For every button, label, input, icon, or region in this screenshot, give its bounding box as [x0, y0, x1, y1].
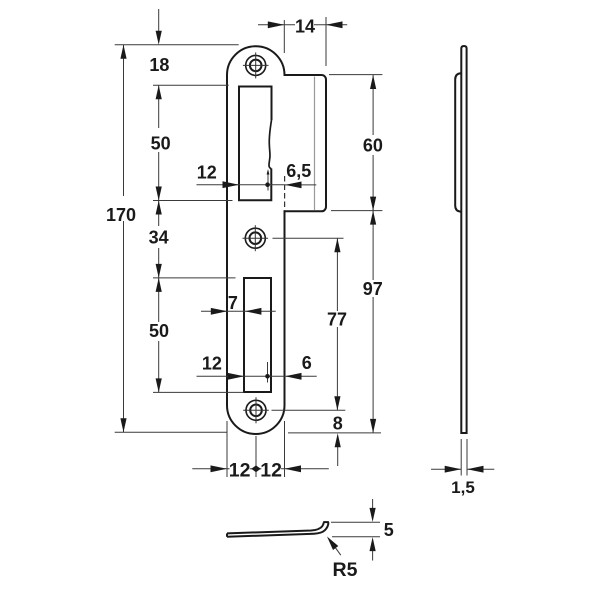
svg-text:34: 34	[149, 228, 169, 248]
svg-text:7: 7	[228, 293, 238, 313]
svg-text:60: 60	[363, 136, 383, 156]
svg-text:12: 12	[197, 162, 217, 182]
svg-text:5: 5	[384, 520, 394, 540]
svg-text:50: 50	[149, 321, 169, 341]
svg-text:R5: R5	[333, 559, 358, 581]
svg-text:12: 12	[202, 353, 222, 373]
svg-text:14: 14	[295, 17, 315, 37]
svg-text:12: 12	[260, 459, 282, 481]
svg-text:6: 6	[302, 353, 312, 373]
svg-text:77: 77	[327, 310, 347, 330]
svg-text:1,5: 1,5	[451, 478, 475, 497]
svg-text:170: 170	[106, 205, 136, 225]
svg-text:12: 12	[229, 459, 251, 481]
svg-text:50: 50	[151, 133, 171, 153]
svg-text:97: 97	[363, 279, 383, 299]
svg-text:18: 18	[149, 55, 169, 75]
svg-text:8: 8	[333, 414, 343, 434]
svg-text:6,5: 6,5	[286, 161, 311, 181]
